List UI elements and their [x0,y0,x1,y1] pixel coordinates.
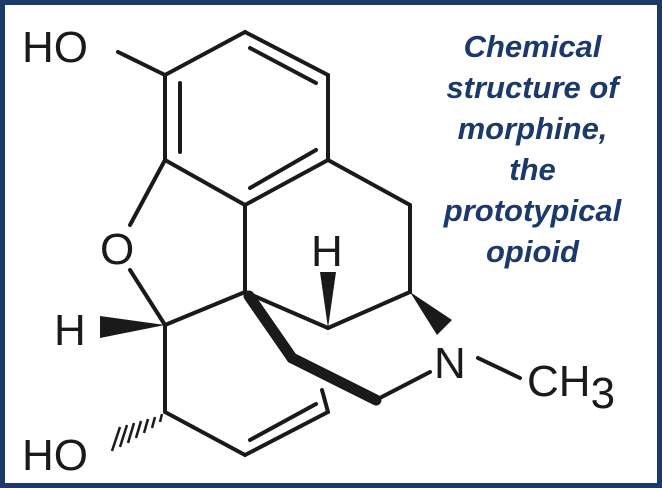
atom-methyl-subscript: 3 [591,369,615,418]
caption-line-5: prototypical [443,193,622,228]
atom-nitrogen: N [434,339,466,388]
bond-ether-upper [128,158,167,227]
bond-bridge-h2 [326,290,412,330]
bond-aromatic-5 [163,158,247,207]
bond-bold-2 [286,352,382,406]
bond-ring-c3 [163,410,247,457]
bond-n-methyl [476,356,522,380]
wedge-bond-center-h [320,272,336,328]
caption-text: Chemical structure of morphine, the prot… [420,26,645,272]
atom-hydroxyl-top: HO [22,23,88,72]
atom-hydroxyl-bottom: HO [22,431,88,480]
bond-bold-1 [243,290,298,364]
bond-aromatic-4-double [248,148,318,190]
bond-aromatic-1 [163,30,247,77]
bond-aromatic-4 [243,158,330,207]
bond-ring-c5 [320,388,330,414]
atom-hydrogen-center: H [311,227,343,276]
wedge-bond-left-h [100,316,165,338]
bond-ether-lower [128,268,167,327]
bond-n-chain [374,370,432,402]
bond-aromatic-2 [243,30,330,77]
wedge-bond-n [410,292,452,335]
caption-line-4: the [509,152,556,187]
atom-methyl: CH3 [527,357,615,418]
bond-hydroxyl-top [116,50,167,77]
bond-aromatic-2-double [248,46,318,85]
bond-ring-c4-double [248,402,318,442]
atom-hydrogen-left: H [54,306,86,355]
atom-methyl-prefix: CH [527,357,591,406]
caption-line-6: opioid [486,234,579,269]
bond-bridge-h [243,290,330,330]
caption-line-2: structure of [446,70,619,105]
atom-oxygen-bridge: O [100,225,134,274]
bond-benzylic [326,158,412,207]
caption-line-3: morphine, [457,111,608,146]
bond-ring-c1 [163,290,247,327]
hashed-bond-hydroxyl [110,413,164,452]
caption-line-1: Chemical [463,29,602,64]
bond-ring-c4 [243,410,330,457]
